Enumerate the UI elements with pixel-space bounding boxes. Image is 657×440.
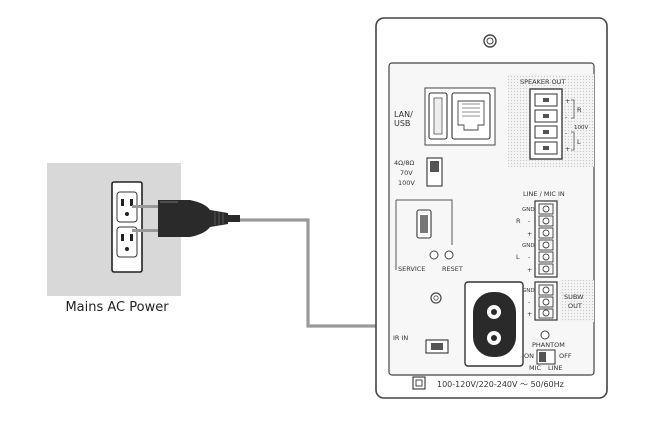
subw-pin-2: -	[528, 298, 531, 306]
speaker-term-2: -	[565, 113, 568, 121]
mic-label: MIC	[529, 364, 542, 372]
speaker-term-4: +	[565, 145, 570, 153]
speaker-l-label: L	[577, 138, 581, 146]
reset-label: RESET	[442, 265, 463, 273]
speaker-term-3: -	[565, 129, 568, 137]
speaker-out-label: SPEAKER OUT	[520, 78, 565, 86]
line-mic-in-label: LINE / MIC IN	[523, 190, 565, 198]
line-label: LINE	[548, 364, 563, 372]
power-cable	[240, 218, 392, 328]
phantom-off-label: OFF	[559, 352, 572, 360]
subw-out-area	[560, 280, 594, 322]
service-label: SERVICE	[398, 265, 425, 273]
speaker-r-label: R	[577, 106, 582, 114]
speaker-term-1: +	[565, 97, 570, 105]
speaker-100v-label: 100V	[574, 125, 588, 131]
lan-usb-label: LAN/	[394, 110, 413, 119]
service-led	[429, 250, 439, 260]
reset-button[interactable]	[444, 250, 454, 260]
line-pin-6: +	[527, 266, 532, 274]
phantom-indicator	[540, 330, 550, 340]
impedance-label-2: 70V	[400, 169, 413, 177]
phantom-label: PHANTOM	[532, 341, 565, 349]
power-rating-label: 100-120V/220-240V ～ 50/60Hz	[437, 380, 564, 389]
mains-ac-power-caption: Mains AC Power	[65, 300, 169, 315]
line-pin-1: GND	[522, 207, 535, 213]
line-r-label: R	[516, 217, 521, 225]
impedance-label-1: 4Ω/8Ω	[394, 159, 414, 167]
line-l-label: L	[516, 253, 520, 261]
impedance-label-3: 100V	[398, 179, 415, 187]
line-pin-2: -	[528, 217, 531, 225]
phantom-on-label: ON	[524, 352, 534, 360]
device-rear-panel: LAN/ USB SPEAKER OUT + -	[375, 17, 608, 399]
subw-pin-1: GND	[522, 288, 535, 294]
line-pin-5: -	[528, 253, 531, 261]
subw-pin-3: +	[527, 310, 532, 318]
ac-power-inlet[interactable]	[473, 292, 516, 357]
ir-in-label: IR IN	[393, 334, 408, 342]
subw-out-label-2: OUT	[568, 302, 582, 310]
lan-usb-label-2: USB	[394, 119, 410, 128]
plug-icon	[132, 200, 240, 237]
line-pin-3: +	[527, 230, 532, 238]
subw-out-label: SUBW	[564, 293, 584, 301]
line-pin-4: GND	[522, 243, 535, 249]
